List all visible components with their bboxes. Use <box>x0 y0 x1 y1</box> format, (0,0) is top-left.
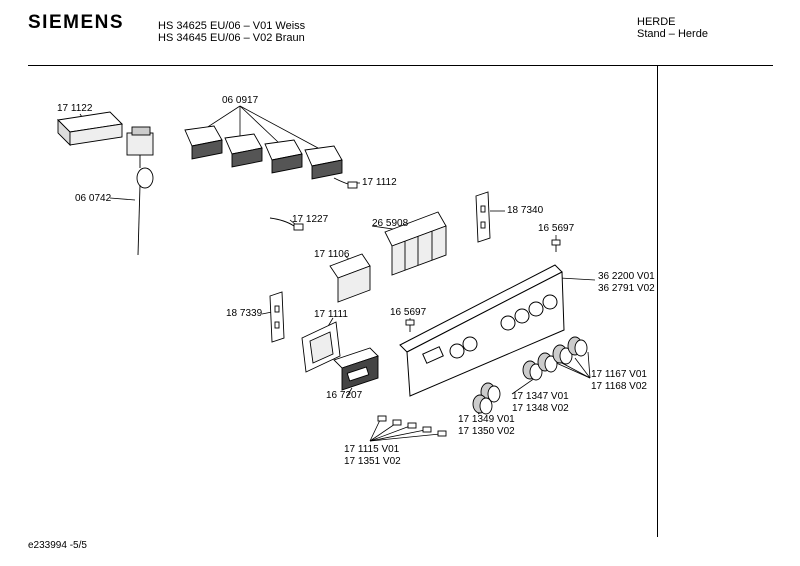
right-margin-divider <box>657 66 658 537</box>
knobs-small <box>472 382 501 415</box>
switch-bank <box>384 211 447 276</box>
category-label: HERDE <box>637 16 676 28</box>
model-line-1: HS 34625 EU/06 – V01 Weiss <box>158 20 306 32</box>
part-label: 17 1112 <box>362 177 397 188</box>
switch-block-single <box>329 253 371 303</box>
fuse-part <box>347 181 358 189</box>
display-frame <box>301 321 341 373</box>
part-label: 26 5908 <box>372 218 409 229</box>
fuse-part-2 <box>293 223 304 231</box>
wire-part-2 <box>269 217 295 227</box>
header-divider <box>28 65 773 66</box>
bracket-right <box>475 191 491 243</box>
part-label: 17 1227 <box>292 214 329 225</box>
part-label: 06 0742 <box>75 193 112 204</box>
wire-part <box>333 177 349 185</box>
part-label: 18 7340 <box>507 205 544 216</box>
thermostat-part <box>57 111 154 256</box>
timer-module <box>333 347 379 391</box>
part-label: 16 5697 <box>390 307 427 318</box>
subcategory-label: Stand – Herde <box>637 28 708 40</box>
screws-row <box>377 415 447 437</box>
screw-top <box>551 239 561 246</box>
part-label: 06 0917 <box>222 95 259 106</box>
diagram-code: e233994 -5/5 <box>28 540 87 551</box>
part-label: 16 5697 <box>538 223 575 234</box>
part-label: 18 7339 <box>226 308 263 319</box>
knobs-large <box>522 336 588 381</box>
screw-mid <box>405 319 415 326</box>
control-panel <box>399 264 565 397</box>
brand-logo: SIEMENS <box>28 12 125 33</box>
part-label: 17 1106 <box>314 249 350 260</box>
part-label: 17 1111 <box>314 309 348 320</box>
model-line-2: HS 34645 EU/06 – V02 Braun <box>158 32 305 44</box>
part-label: 16 7207 <box>326 390 363 401</box>
part-label: 17 1122 <box>57 103 93 114</box>
switch-blocks <box>184 125 343 180</box>
bracket-left <box>269 291 285 343</box>
